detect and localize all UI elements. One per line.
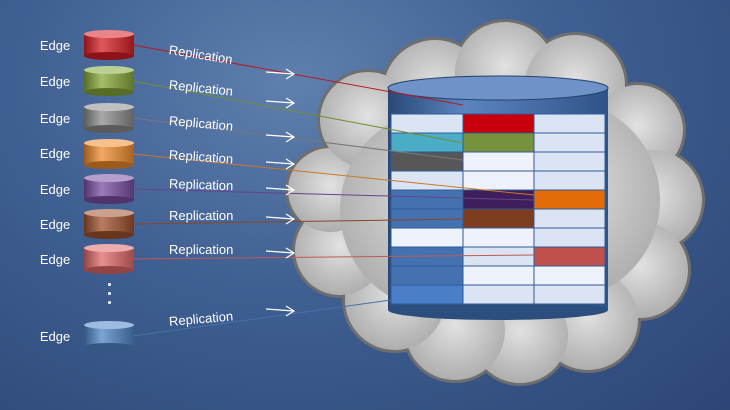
replication-label-7: Replication xyxy=(169,242,234,257)
arrow-icon xyxy=(265,97,296,109)
table-cell xyxy=(390,113,464,134)
arrow-icon xyxy=(265,68,296,80)
table-cell xyxy=(533,284,606,305)
replication-line xyxy=(132,153,535,196)
table-cell xyxy=(462,151,535,172)
edge-label-1: Edge xyxy=(39,38,71,53)
table-cell xyxy=(462,284,535,305)
edge-database-icon xyxy=(84,209,134,239)
replication-label-6: Replication xyxy=(169,208,234,223)
table-cell xyxy=(462,227,535,248)
edge-database-icon xyxy=(84,139,134,169)
table-cell xyxy=(462,132,535,153)
edge-database-icon xyxy=(84,30,134,60)
edge-label-6: Edge xyxy=(39,217,71,232)
table-cell xyxy=(533,113,606,134)
table-cell xyxy=(390,284,464,305)
replication-line xyxy=(132,44,464,106)
table-cell xyxy=(462,113,535,134)
data-table xyxy=(390,113,606,305)
replication-line xyxy=(132,80,464,144)
replication-lines xyxy=(132,44,535,337)
replication-line xyxy=(132,117,464,161)
edge-database-icon xyxy=(84,103,134,133)
edge-databases xyxy=(84,30,134,351)
table-cell xyxy=(462,246,535,267)
table-cell xyxy=(390,265,464,286)
replication-line xyxy=(132,188,535,201)
replication-label-5: Replication xyxy=(168,176,234,194)
arrow-icon xyxy=(265,213,296,225)
replication-line xyxy=(132,218,464,225)
table-cell xyxy=(533,265,606,286)
edge-label-4: Edge xyxy=(39,146,71,161)
replication-line xyxy=(132,299,392,337)
table-cell xyxy=(533,170,606,191)
table-cell xyxy=(533,151,606,172)
database-top xyxy=(387,75,609,101)
replication-line xyxy=(132,254,535,260)
table-cell xyxy=(533,227,606,248)
edge-label-8: Edge xyxy=(39,329,71,344)
edge-label-2: Edge xyxy=(39,74,71,89)
database-base xyxy=(388,300,608,320)
table-cell xyxy=(462,208,535,229)
table-cell xyxy=(462,265,535,286)
edge-label-7: Edge xyxy=(39,252,71,267)
edge-database-icon xyxy=(84,244,134,274)
arrow-icon xyxy=(265,184,296,196)
table-cell xyxy=(390,208,464,229)
table-cell xyxy=(462,170,535,191)
more-edges-ellipsis xyxy=(105,283,113,313)
table-cell xyxy=(390,227,464,248)
edge-database-icon xyxy=(84,66,134,96)
table-cell xyxy=(533,132,606,153)
table-cell xyxy=(390,170,464,191)
edge-label-5: Edge xyxy=(39,182,71,197)
arrow-icon xyxy=(265,131,296,143)
arrow-icon xyxy=(265,305,296,317)
edge-database-icon xyxy=(84,321,134,351)
table-cell xyxy=(533,189,606,210)
table-cell xyxy=(533,208,606,229)
edge-label-3: Edge xyxy=(39,111,71,126)
replication-arrows xyxy=(265,68,296,317)
edge-database-icon xyxy=(84,174,134,204)
arrow-icon xyxy=(265,247,296,259)
table-cell xyxy=(533,246,606,267)
table-cell xyxy=(390,151,464,172)
arrow-icon xyxy=(265,158,296,170)
table-cell xyxy=(390,189,464,210)
